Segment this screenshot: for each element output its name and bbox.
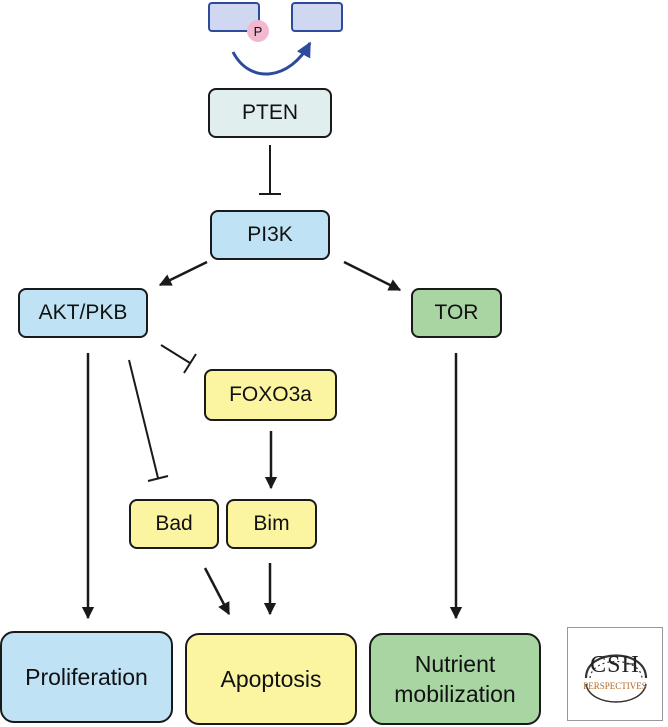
node-pi3k: PI3K — [210, 210, 330, 260]
dephosphorylated-protein — [291, 2, 343, 32]
dna-helix-icon — [584, 654, 648, 703]
node-apoptosis: Apoptosis — [185, 633, 357, 725]
node-tor: TOR — [411, 288, 502, 338]
node-bim: Bim — [226, 499, 317, 549]
node-proliferation: Proliferation — [0, 631, 173, 723]
csh-perspectives-logo: CSH PERSPECTIVES — [567, 627, 663, 721]
pi3k-to-akt-arrow — [158, 260, 208, 287]
nutrient-line-1: Nutrient — [414, 651, 496, 677]
phosphate-badge: P — [247, 20, 269, 42]
node-foxo3a: FOXO3a — [204, 369, 337, 421]
nutrient-line-2: mobilization — [394, 681, 516, 707]
node-akt-pkb: AKT/PKB — [18, 288, 148, 338]
pi3k-to-tor-arrow — [343, 260, 402, 292]
akt-inhibits-bad — [128, 359, 169, 482]
logo-csh-text: CSH — [590, 652, 640, 678]
bad-to-apoptosis-arrow — [203, 567, 231, 616]
node-bad: Bad — [129, 499, 219, 549]
node-pten: PTEN — [208, 88, 332, 138]
node-nutrient-mobilization: Nutrient mobilization — [369, 633, 541, 725]
akt-inhibits-foxo3a — [160, 344, 197, 374]
dephosphorylation-arrow — [231, 41, 312, 76]
logo-perspectives-text: PERSPECTIVES — [583, 681, 647, 691]
pten-inhibits-pi3k — [259, 145, 281, 195]
